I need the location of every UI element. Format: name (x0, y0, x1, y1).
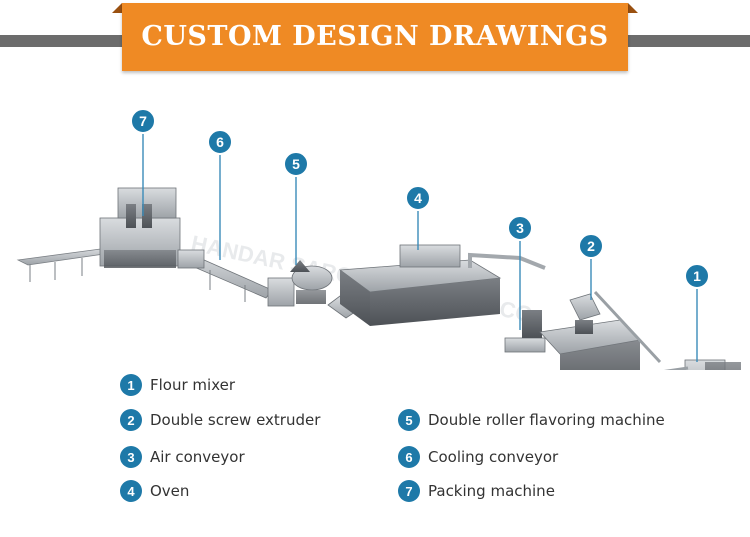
svg-text:1: 1 (693, 268, 701, 284)
banner-fold-left (112, 3, 122, 13)
callout-badge-3: 3 (507, 215, 533, 241)
legend-label: Air conveyor (150, 448, 245, 466)
legend-label: Double screw extruder (150, 411, 321, 429)
callout-badge-2: 2 (578, 233, 604, 259)
callout-badge-4: 4 (405, 185, 431, 211)
legend-label: Double roller flavoring machine (428, 411, 665, 429)
air-conveyor (504, 310, 546, 353)
svg-text:4: 4 (414, 190, 422, 206)
legend-item-2: 2 Double screw extruder (120, 408, 320, 432)
oven (327, 244, 546, 326)
flour-mixer (663, 359, 741, 370)
callout-badge-7: 7 (130, 108, 156, 134)
legend-item-5: 5 Double roller flavoring machine (398, 408, 665, 432)
callout-badge-1: 1 (684, 263, 710, 289)
legend-label: Packing machine (428, 482, 555, 500)
legend-label: Cooling conveyor (428, 448, 559, 466)
callout-badge-6: 6 (207, 129, 233, 155)
svg-text:6: 6 (216, 134, 224, 150)
svg-text:5: 5 (292, 156, 300, 172)
double-screw-extruder (539, 290, 662, 370)
legend-badge: 6 (398, 446, 420, 468)
legend-badge: 3 (120, 446, 142, 468)
legend-label: Flour mixer (150, 376, 236, 394)
legend-badge: 1 (120, 374, 142, 396)
svg-text:7: 7 (139, 113, 147, 129)
legend-item-6: 6 Cooling conveyor (398, 445, 558, 469)
legend-badge: 4 (120, 480, 142, 502)
banner-fold-right (628, 3, 638, 13)
legend-badge: 5 (398, 409, 420, 431)
callout-badge-5: 5 (283, 151, 309, 177)
legend-item-4: 4 Oven (120, 479, 189, 503)
legend-item-3: 3 Air conveyor (120, 445, 245, 469)
packing-machine (16, 187, 181, 282)
legend-item-1: 1 Flour mixer (120, 373, 235, 397)
production-line-diagram: HANDAR SAROOM MACHINE CO (16, 108, 741, 370)
legend-item-7: 7 Packing machine (398, 479, 555, 503)
svg-text:2: 2 (587, 238, 595, 254)
legend-badge: 2 (120, 409, 142, 431)
svg-text:3: 3 (516, 220, 524, 236)
title-banner: CUSTOM DESIGN DRAWINGS (122, 3, 628, 71)
flavoring-machine (267, 260, 333, 307)
legend-label: Oven (150, 482, 190, 500)
legend-badge: 7 (398, 480, 420, 502)
page-title: CUSTOM DESIGN DRAWINGS (141, 21, 609, 52)
